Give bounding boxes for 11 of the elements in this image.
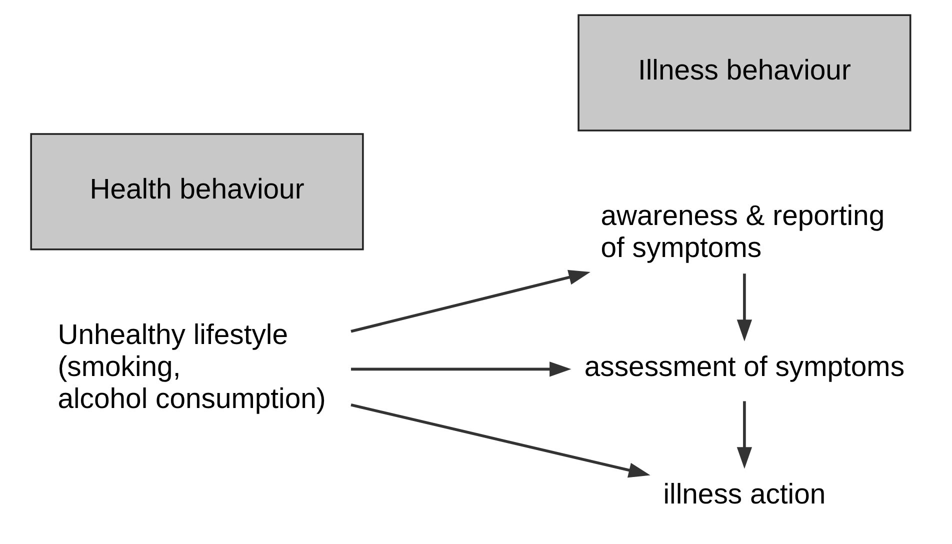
arrow	[736, 274, 752, 342]
node-text: illness action	[662, 478, 826, 511]
node-text: assessment of symptoms	[584, 350, 904, 383]
node-text: Unhealthy lifestyle (smoking, alcohol consumption)	[57, 318, 326, 415]
node-text: awareness & reporting of symptoms	[600, 200, 884, 264]
arrow	[350, 270, 590, 333]
arrow	[350, 404, 650, 478]
node-box: Health behaviour	[30, 133, 364, 250]
node-box: Illness behaviour	[577, 14, 911, 132]
arrow	[350, 362, 571, 377]
arrow	[736, 401, 752, 469]
